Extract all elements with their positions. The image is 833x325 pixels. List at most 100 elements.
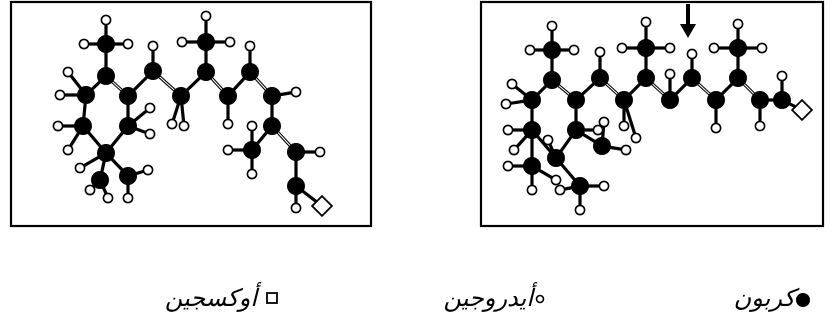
right-hydrogen-atom xyxy=(592,124,604,136)
left-hydrogen-atom xyxy=(62,144,74,156)
right-hydrogen-atom xyxy=(508,144,520,156)
right-hydrogen-atom xyxy=(664,42,676,54)
left-carbon-atom xyxy=(119,87,137,105)
right-carbon-atom xyxy=(547,149,565,167)
left-hydrogen-atom xyxy=(244,40,256,52)
left-carbon-atom xyxy=(263,87,281,105)
left-hydrogen-atom xyxy=(290,202,302,214)
left-hydrogen-atom xyxy=(222,144,234,156)
right-double-bond xyxy=(697,82,711,96)
left-oxygen-atom xyxy=(310,194,334,218)
right-carbon-atom xyxy=(683,69,701,87)
right-hydrogen-atom xyxy=(594,46,606,58)
right-hydrogen-atom xyxy=(618,120,630,132)
right-carbon-atom xyxy=(523,91,541,109)
right-hydrogen-atom xyxy=(754,120,766,132)
left-carbon-atom xyxy=(77,86,95,104)
right-hydrogen-atom xyxy=(502,160,514,172)
right-carbon-atom xyxy=(661,91,679,109)
right-hydrogen-atom xyxy=(598,180,610,192)
right-carbon-atom xyxy=(593,137,611,155)
right-double-bond xyxy=(557,84,571,96)
right-hydrogen-atom xyxy=(526,184,538,196)
left-carbon-atom xyxy=(243,141,261,159)
right-hydrogen-atom xyxy=(598,116,610,128)
left-hydrogen-atom xyxy=(144,102,156,114)
right-hydrogen-atom xyxy=(776,70,788,82)
right-hydrogen-atom xyxy=(616,42,628,54)
left-hydrogen-atom xyxy=(102,192,114,204)
right-carbon-atom xyxy=(543,71,561,89)
left-hydrogen-atom xyxy=(122,38,134,50)
right-hydrogen-atom xyxy=(506,78,518,90)
left-carbon-atom xyxy=(287,143,305,161)
left-double-bond xyxy=(277,131,291,147)
right-carbon-atom xyxy=(523,157,541,175)
left-hydrogen-atom xyxy=(246,168,258,180)
right-hydrogen-atom xyxy=(568,44,580,56)
left-hydrogen-atom xyxy=(290,86,302,98)
right-carbon-atom xyxy=(615,91,633,109)
right-carbon-atom xyxy=(543,41,561,59)
right-hydrogen-atom xyxy=(732,18,744,30)
left-carbon-atom xyxy=(172,87,190,105)
right-hydrogen-atom xyxy=(664,68,676,80)
left-hydrogen-atom xyxy=(54,89,66,101)
right-double-bond xyxy=(605,82,619,96)
left-carbon-atom xyxy=(263,117,281,135)
carbon-legend-label: كربون xyxy=(733,284,795,312)
left-carbon-atom xyxy=(97,35,115,53)
right-carbon-atom xyxy=(567,91,585,109)
left-carbon-atom xyxy=(74,117,92,135)
left-double-bond xyxy=(159,76,175,91)
right-carbon-atom xyxy=(591,69,609,87)
right-hydrogen-atom xyxy=(542,134,554,146)
right-hydrogen-atom xyxy=(554,184,566,196)
left-carbon-atom xyxy=(197,63,215,81)
right-hydrogen-atom xyxy=(708,42,720,54)
left-carbon-atom xyxy=(197,33,215,51)
right-panel-frame xyxy=(479,0,825,228)
right-hydrogen-atom xyxy=(630,132,642,144)
left-hydrogen-atom xyxy=(222,118,234,130)
right-hydrogen-atom xyxy=(550,174,562,186)
right-hydrogen-atom xyxy=(640,16,652,28)
left-hydrogen-atom xyxy=(100,14,112,26)
oxygen-legend-label: أوكسجين xyxy=(164,284,257,312)
left-hydrogen-atom xyxy=(246,120,258,132)
right-hydrogen-atom xyxy=(500,98,512,110)
left-double-bond xyxy=(210,77,224,91)
left-carbon-atom xyxy=(119,117,137,135)
left-hydrogen-atom xyxy=(314,146,326,158)
down-arrow-icon xyxy=(680,4,696,38)
right-hydrogen-atom xyxy=(502,124,514,136)
left-panel-frame xyxy=(9,0,373,228)
left-hydrogen-atom xyxy=(147,40,159,52)
left-hydrogen-atom xyxy=(78,38,90,50)
right-hydrogen-atom xyxy=(546,20,558,32)
left-hydrogen-atom xyxy=(122,192,134,204)
oxygen-legend-icon xyxy=(266,292,278,304)
left-double-bond xyxy=(254,77,268,91)
trans-retinal-molecule xyxy=(500,16,814,216)
left-carbon-atom xyxy=(119,167,137,185)
right-carbon-atom xyxy=(729,69,747,87)
right-carbon-atom xyxy=(523,121,541,139)
right-hydrogen-atom xyxy=(524,44,536,56)
left-hydrogen-atom xyxy=(84,184,96,196)
right-carbon-atom xyxy=(729,39,747,57)
left-hydrogen-atom xyxy=(62,66,74,78)
left-hydrogen-atom xyxy=(142,164,154,176)
right-carbon-atom xyxy=(707,91,725,109)
right-hydrogen-atom xyxy=(686,48,698,60)
left-carbon-atom xyxy=(144,62,162,80)
right-double-bond xyxy=(651,82,665,96)
left-carbon-atom xyxy=(241,63,259,81)
right-double-bond xyxy=(742,82,756,96)
left-hydrogen-atom xyxy=(166,118,178,130)
right-carbon-atom xyxy=(751,91,769,109)
right-hydrogen-atom xyxy=(756,42,768,54)
left-double-bond xyxy=(110,80,124,92)
right-carbon-atom xyxy=(567,121,585,139)
